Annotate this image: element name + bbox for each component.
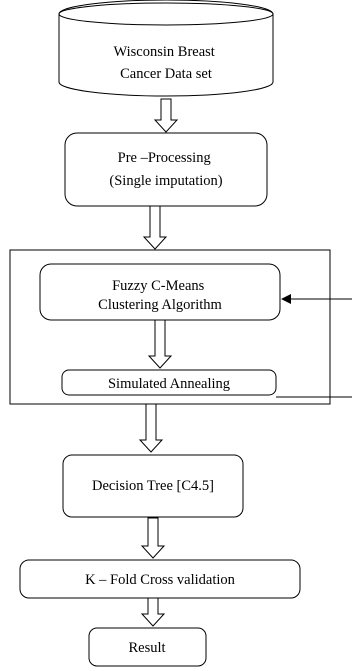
kfold-label-line-1: K – Fold Cross validation (85, 572, 236, 588)
decision-tree-label-line-1: Decision Tree [C4.5] (92, 478, 214, 494)
annealing-node: Simulated Annealing (61, 369, 277, 396)
arrow-kfold-to-result (140, 597, 166, 627)
preprocessing-label-line-2: (Single imputation) (109, 173, 222, 189)
result-box (88, 627, 207, 667)
fcm-label-line-1: Fuzzy C-Means (112, 278, 205, 294)
kfold-label: K – Fold Cross validation (85, 572, 236, 588)
fcm-label: Fuzzy C-Means Clustering Algorithm (98, 278, 222, 313)
fcm-box (39, 263, 281, 321)
annealing-label-line-1: Simulated Annealing (108, 376, 230, 392)
kfold-box (19, 559, 301, 599)
clustering-group-box (9, 249, 331, 405)
arrow-preprocessing-to-group (142, 205, 168, 250)
preprocessing-label-line-1: Pre –Processing (118, 150, 211, 166)
decision-tree-box (62, 454, 244, 518)
preprocessing-node: Pre –Processing (Single imputation) (64, 132, 268, 207)
preprocessing-label: Pre –Processing (Single imputation) (109, 150, 222, 189)
decision-tree-node: Decision Tree [C4.5] (62, 454, 244, 518)
fcm-node: Fuzzy C-Means Clustering Algorithm (39, 263, 281, 321)
arrow-dataset-to-preprocessing (153, 98, 179, 133)
preprocessing-box (64, 132, 268, 207)
result-node: Result (88, 627, 207, 667)
dataset-node: Wisconsin Breast Cancer Data set (58, 0, 274, 97)
arrow-decision-tree-to-kfold (140, 517, 166, 559)
result-label-line-1: Result (128, 640, 165, 656)
arrow-fcm-to-annealing (147, 319, 173, 369)
result-label: Result (128, 640, 165, 656)
feedback-loop (276, 294, 352, 398)
dataset-label-line-1: Wisconsin Breast (114, 44, 215, 60)
decision-tree-label: Decision Tree [C4.5] (92, 478, 214, 494)
dataset-label-line-2: Cancer Data set (120, 66, 212, 82)
feedback-arrowhead (281, 294, 291, 304)
kfold-node: K – Fold Cross validation (19, 559, 301, 599)
arrow-group-to-decision-tree (138, 403, 164, 453)
dataset-label: Wisconsin Breast Cancer Data set (114, 44, 219, 82)
annealing-label: Simulated Annealing (108, 376, 230, 392)
fcm-label-line-2: Clustering Algorithm (98, 297, 222, 313)
annealing-box (61, 369, 277, 396)
dataset-cylinder-top (58, 2, 274, 26)
